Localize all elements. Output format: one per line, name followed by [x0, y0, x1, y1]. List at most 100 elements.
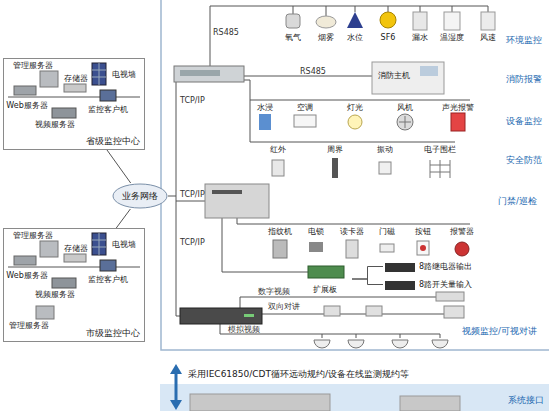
device-node: 监控客户机: [82, 105, 134, 114]
connector: [352, 267, 383, 280]
device-node: 8路开关量输入: [383, 280, 493, 289]
relay-icon: [385, 281, 415, 290]
device-node: 电锁: [298, 227, 334, 236]
node-text: 报警器: [444, 227, 480, 236]
annotation-label: 模拟视频: [228, 325, 260, 334]
node-text: Web服务器: [4, 271, 50, 280]
device-node: Web服务器: [4, 101, 50, 110]
fire-panel-screen: [420, 66, 438, 76]
wire: [210, 6, 488, 66]
fan-blade: [399, 116, 411, 128]
door-icon: [455, 242, 469, 256]
door-icon: [380, 244, 394, 252]
annotation-label: 采用IEC61850/CDT循环远动规约/设备在线监测规约等: [188, 369, 409, 379]
monitoring-center: 市级监控中心管理服务器存储器电视墙Web服务器监控客户机视频服务器管理服务器: [3, 228, 145, 342]
wire: [220, 324, 440, 334]
sensor-icon: [413, 12, 427, 30]
node-text: 水浸: [244, 103, 286, 112]
node-text: 视频服务器: [30, 290, 80, 299]
wire: [8, 97, 140, 98]
arrow-head: [170, 400, 182, 410]
storage-icon: [64, 84, 86, 92]
device-icon: [348, 115, 362, 129]
node-text: 电视墙: [107, 240, 141, 249]
interface-arrow: [175, 374, 178, 400]
node-text: 门磁: [369, 227, 405, 236]
relay-icon: [385, 263, 415, 272]
server-icon: [40, 241, 58, 257]
interface-band: [160, 384, 549, 411]
wire: [8, 267, 140, 268]
wire: [176, 82, 180, 316]
center-title: 省级监控中心: [86, 137, 140, 146]
node-text: 电锁: [298, 227, 334, 236]
expansion-board: [308, 266, 344, 278]
sensor-icon: [316, 16, 336, 28]
device-node: 漏水: [402, 33, 438, 42]
device-node: 管理服务器: [8, 231, 58, 240]
node-text: 监控客户机: [82, 275, 134, 284]
fire-panel: [372, 62, 444, 94]
annotation-label: 数字视频: [258, 287, 290, 296]
node-text: 管理服务器: [4, 321, 54, 330]
wire: [168, 196, 176, 197]
interface-box: [190, 394, 330, 411]
device-node: 空调: [284, 103, 326, 112]
server-icon: [14, 256, 36, 265]
sensor-icon: [380, 12, 396, 28]
ellipse-shape: [113, 184, 167, 208]
node-text: 空调: [284, 103, 326, 112]
node-text: Web服务器: [4, 101, 50, 110]
node-text: 水位: [337, 33, 373, 42]
tv-wall-grid: [92, 233, 106, 255]
category-label: 门禁/巡检: [498, 196, 537, 206]
connector: [116, 209, 130, 228]
system-frame: [161, 0, 549, 350]
dome-camera: [348, 340, 364, 348]
device-node: 振动: [364, 145, 406, 154]
device-node: 风速: [470, 33, 506, 42]
annotation-label: TCP/IP: [180, 190, 205, 199]
node-text: 周界: [314, 145, 356, 154]
sensor-icon: [347, 12, 363, 28]
device-node: 监控客户机: [82, 275, 134, 284]
button-dot: [420, 245, 426, 251]
annotation-label: TCP/IP: [180, 238, 205, 247]
device-node: 8路继电器输出: [383, 262, 493, 271]
camera-icon: [444, 306, 464, 318]
security-icon: [379, 162, 391, 174]
device-node: 水浸: [244, 103, 286, 112]
security-icon: [272, 160, 284, 176]
camera-icon: [436, 292, 464, 301]
collector-unit: [174, 66, 244, 82]
category-label: 安全防范: [506, 155, 542, 165]
node-text: 声光报警: [437, 103, 479, 112]
device-node: 灯光: [334, 103, 376, 112]
center-title: 市级监控中心: [86, 329, 140, 338]
server-icon: [36, 306, 54, 319]
category-label: 视频监控/可视对讲: [462, 326, 537, 336]
device-node: 管理服务器: [8, 61, 58, 70]
node-text: 监控客户机: [82, 105, 134, 114]
tv-wall-icon: [92, 233, 106, 255]
node-text: 存储器: [60, 74, 92, 83]
node-text: 温湿度: [434, 33, 470, 42]
connector: [107, 150, 131, 183]
annotation-label: RS485: [300, 67, 326, 76]
device-icon: [259, 114, 271, 130]
device-node: 电视墙: [107, 240, 141, 249]
device-node: 周界: [314, 145, 356, 154]
wire: [322, 334, 440, 338]
door-icon: [273, 240, 287, 258]
node-text: 振动: [364, 145, 406, 154]
camera-icon: [366, 306, 382, 316]
dvr-unit: [180, 308, 262, 324]
wire: [250, 100, 455, 142]
wire: [222, 218, 308, 272]
device-node: 电子围栏: [419, 145, 461, 154]
monitor-icon: [100, 260, 116, 271]
device-node: 烟雾: [308, 33, 344, 42]
device-node: 氧气: [275, 33, 311, 42]
door-icon: [346, 240, 358, 258]
